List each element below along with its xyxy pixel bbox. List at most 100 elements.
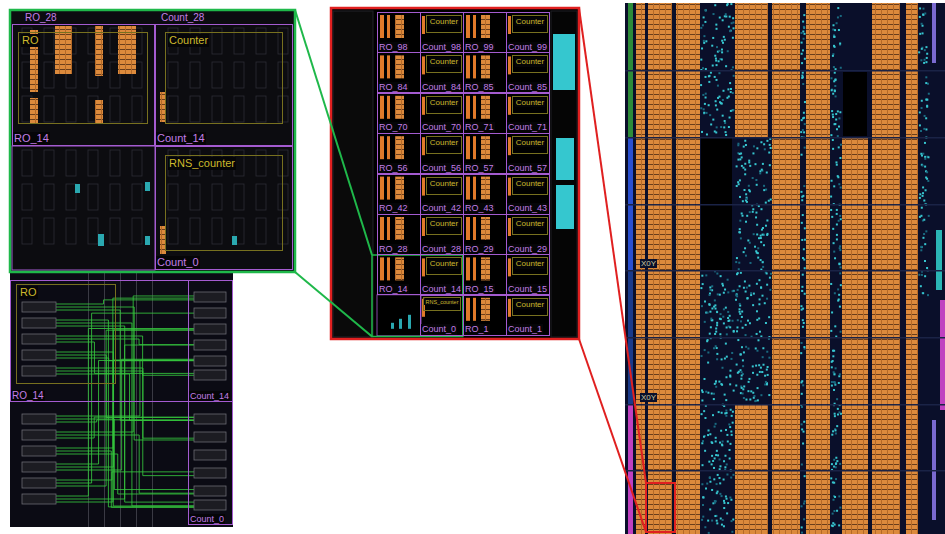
- cyan-cell: [922, 292, 924, 294]
- cyan-cell: [743, 287, 745, 289]
- cyan-cell: [736, 326, 738, 328]
- cyan-cell: [711, 441, 713, 443]
- cyan-cell: [715, 331, 717, 333]
- cyan-cell: [725, 415, 727, 417]
- used-column: [872, 3, 900, 534]
- clock-region-border: [625, 70, 945, 72]
- cyan-cell: [720, 518, 722, 520]
- cyan-cell: [748, 160, 750, 162]
- cyan-cell: [755, 216, 757, 218]
- cyan-cell: [743, 385, 745, 387]
- cyan-cell: [713, 13, 715, 15]
- cyan-cell: [704, 526, 706, 528]
- pblock-label: RO_1: [464, 324, 490, 334]
- cyan-cell: [712, 460, 714, 462]
- cyan-cell: [801, 196, 803, 198]
- side-column: [333, 11, 373, 337]
- ring-oscillator-cell: [473, 15, 476, 38]
- cyan-cell: [763, 364, 765, 366]
- logic-cell: [30, 98, 38, 124]
- cyan-cell: [760, 141, 762, 143]
- pblock-label: Count_1: [507, 324, 543, 334]
- cyan-cell: [732, 320, 734, 322]
- cyan-cell: [834, 413, 836, 415]
- logic-box: Counter: [512, 136, 548, 154]
- cyan-cell: [801, 286, 803, 288]
- cyan-cell: [837, 300, 839, 302]
- cyan-cell: [729, 449, 731, 451]
- ring-oscillator-cell: [422, 258, 425, 276]
- ring-oscillator-cell: [422, 137, 425, 155]
- cyan-cell: [803, 26, 805, 28]
- site-cell: [278, 96, 288, 122]
- cyan-cell: [758, 317, 760, 319]
- cyan-cell: [727, 279, 729, 281]
- cyan-cell: [711, 520, 713, 522]
- ring-oscillator-cell: [395, 217, 404, 240]
- cyan-cell: [803, 346, 805, 348]
- cyan-cell: [741, 371, 743, 373]
- cyan-cell: [714, 502, 716, 504]
- cyan-cell: [703, 410, 705, 412]
- cyan-cell: [716, 520, 718, 522]
- pblock-label: RO_43: [464, 203, 495, 213]
- ring-oscillator-cell: [387, 136, 390, 159]
- pblock-region: RO_43: [463, 174, 507, 215]
- routing-wire: [56, 323, 194, 506]
- cyan-cell: [702, 464, 704, 466]
- cyan-cell: [723, 36, 725, 38]
- cyan-cell: [802, 319, 804, 321]
- logic-box: RO: [16, 284, 116, 384]
- ring-oscillator-cell: [380, 177, 384, 200]
- pblock-label: Count_29: [507, 244, 548, 254]
- cyan-cell: [723, 507, 725, 509]
- cyan-cell: [835, 457, 837, 459]
- cyan-cell: [926, 99, 928, 101]
- cyan-cell: [801, 290, 803, 292]
- cyan-cell: [727, 311, 729, 313]
- pblock-region: Count_70Counter: [420, 93, 464, 134]
- cyan-cell: [707, 362, 709, 364]
- cyan-cell: [704, 21, 706, 23]
- cyan-cell: [732, 422, 734, 424]
- ring-oscillator-cell: [508, 299, 511, 317]
- used-column: [806, 3, 830, 534]
- site-cell: [168, 218, 178, 244]
- ring-oscillator-cell: [473, 257, 476, 280]
- cyan-cell: [761, 371, 763, 373]
- cyan-cell: [759, 331, 761, 333]
- block-label: RO: [19, 286, 38, 299]
- cyan-cell: [728, 319, 730, 321]
- cyan-cell: [750, 294, 752, 296]
- used-column-group: [636, 3, 918, 534]
- cyan-cell: [838, 117, 840, 119]
- cyan-cell: [926, 53, 928, 55]
- cyan-cell: [758, 303, 760, 305]
- cyan-cell: [701, 442, 703, 444]
- cyan-cell: [801, 32, 803, 34]
- ring-oscillator-cell: [466, 96, 470, 119]
- cyan-cell: [766, 369, 768, 371]
- cyan-cell: [715, 386, 717, 388]
- cyan-cell: [727, 88, 729, 90]
- ring-oscillator-cell: [466, 177, 470, 200]
- cyan-cell: [919, 124, 921, 126]
- cyan-cell: [801, 423, 803, 425]
- slice-block: [22, 318, 56, 328]
- cyan-cell: [701, 47, 703, 49]
- cyan-cell: [726, 333, 728, 335]
- cyan-cell: [710, 318, 712, 320]
- pblock-region: Count_71Counter: [506, 93, 550, 134]
- cyan-cell: [766, 284, 768, 286]
- routing-wire: [56, 320, 194, 507]
- cyan-cell: [701, 305, 703, 307]
- cyan-cell: [924, 115, 926, 117]
- cyan-cell: [713, 478, 715, 480]
- block-label: Counter: [515, 17, 545, 26]
- logic-box: Counter: [426, 177, 462, 195]
- cyan-cell: [760, 208, 762, 210]
- site-cell: [278, 218, 288, 244]
- cyan-cell: [801, 53, 803, 55]
- ring-oscillator-cell: [395, 136, 404, 159]
